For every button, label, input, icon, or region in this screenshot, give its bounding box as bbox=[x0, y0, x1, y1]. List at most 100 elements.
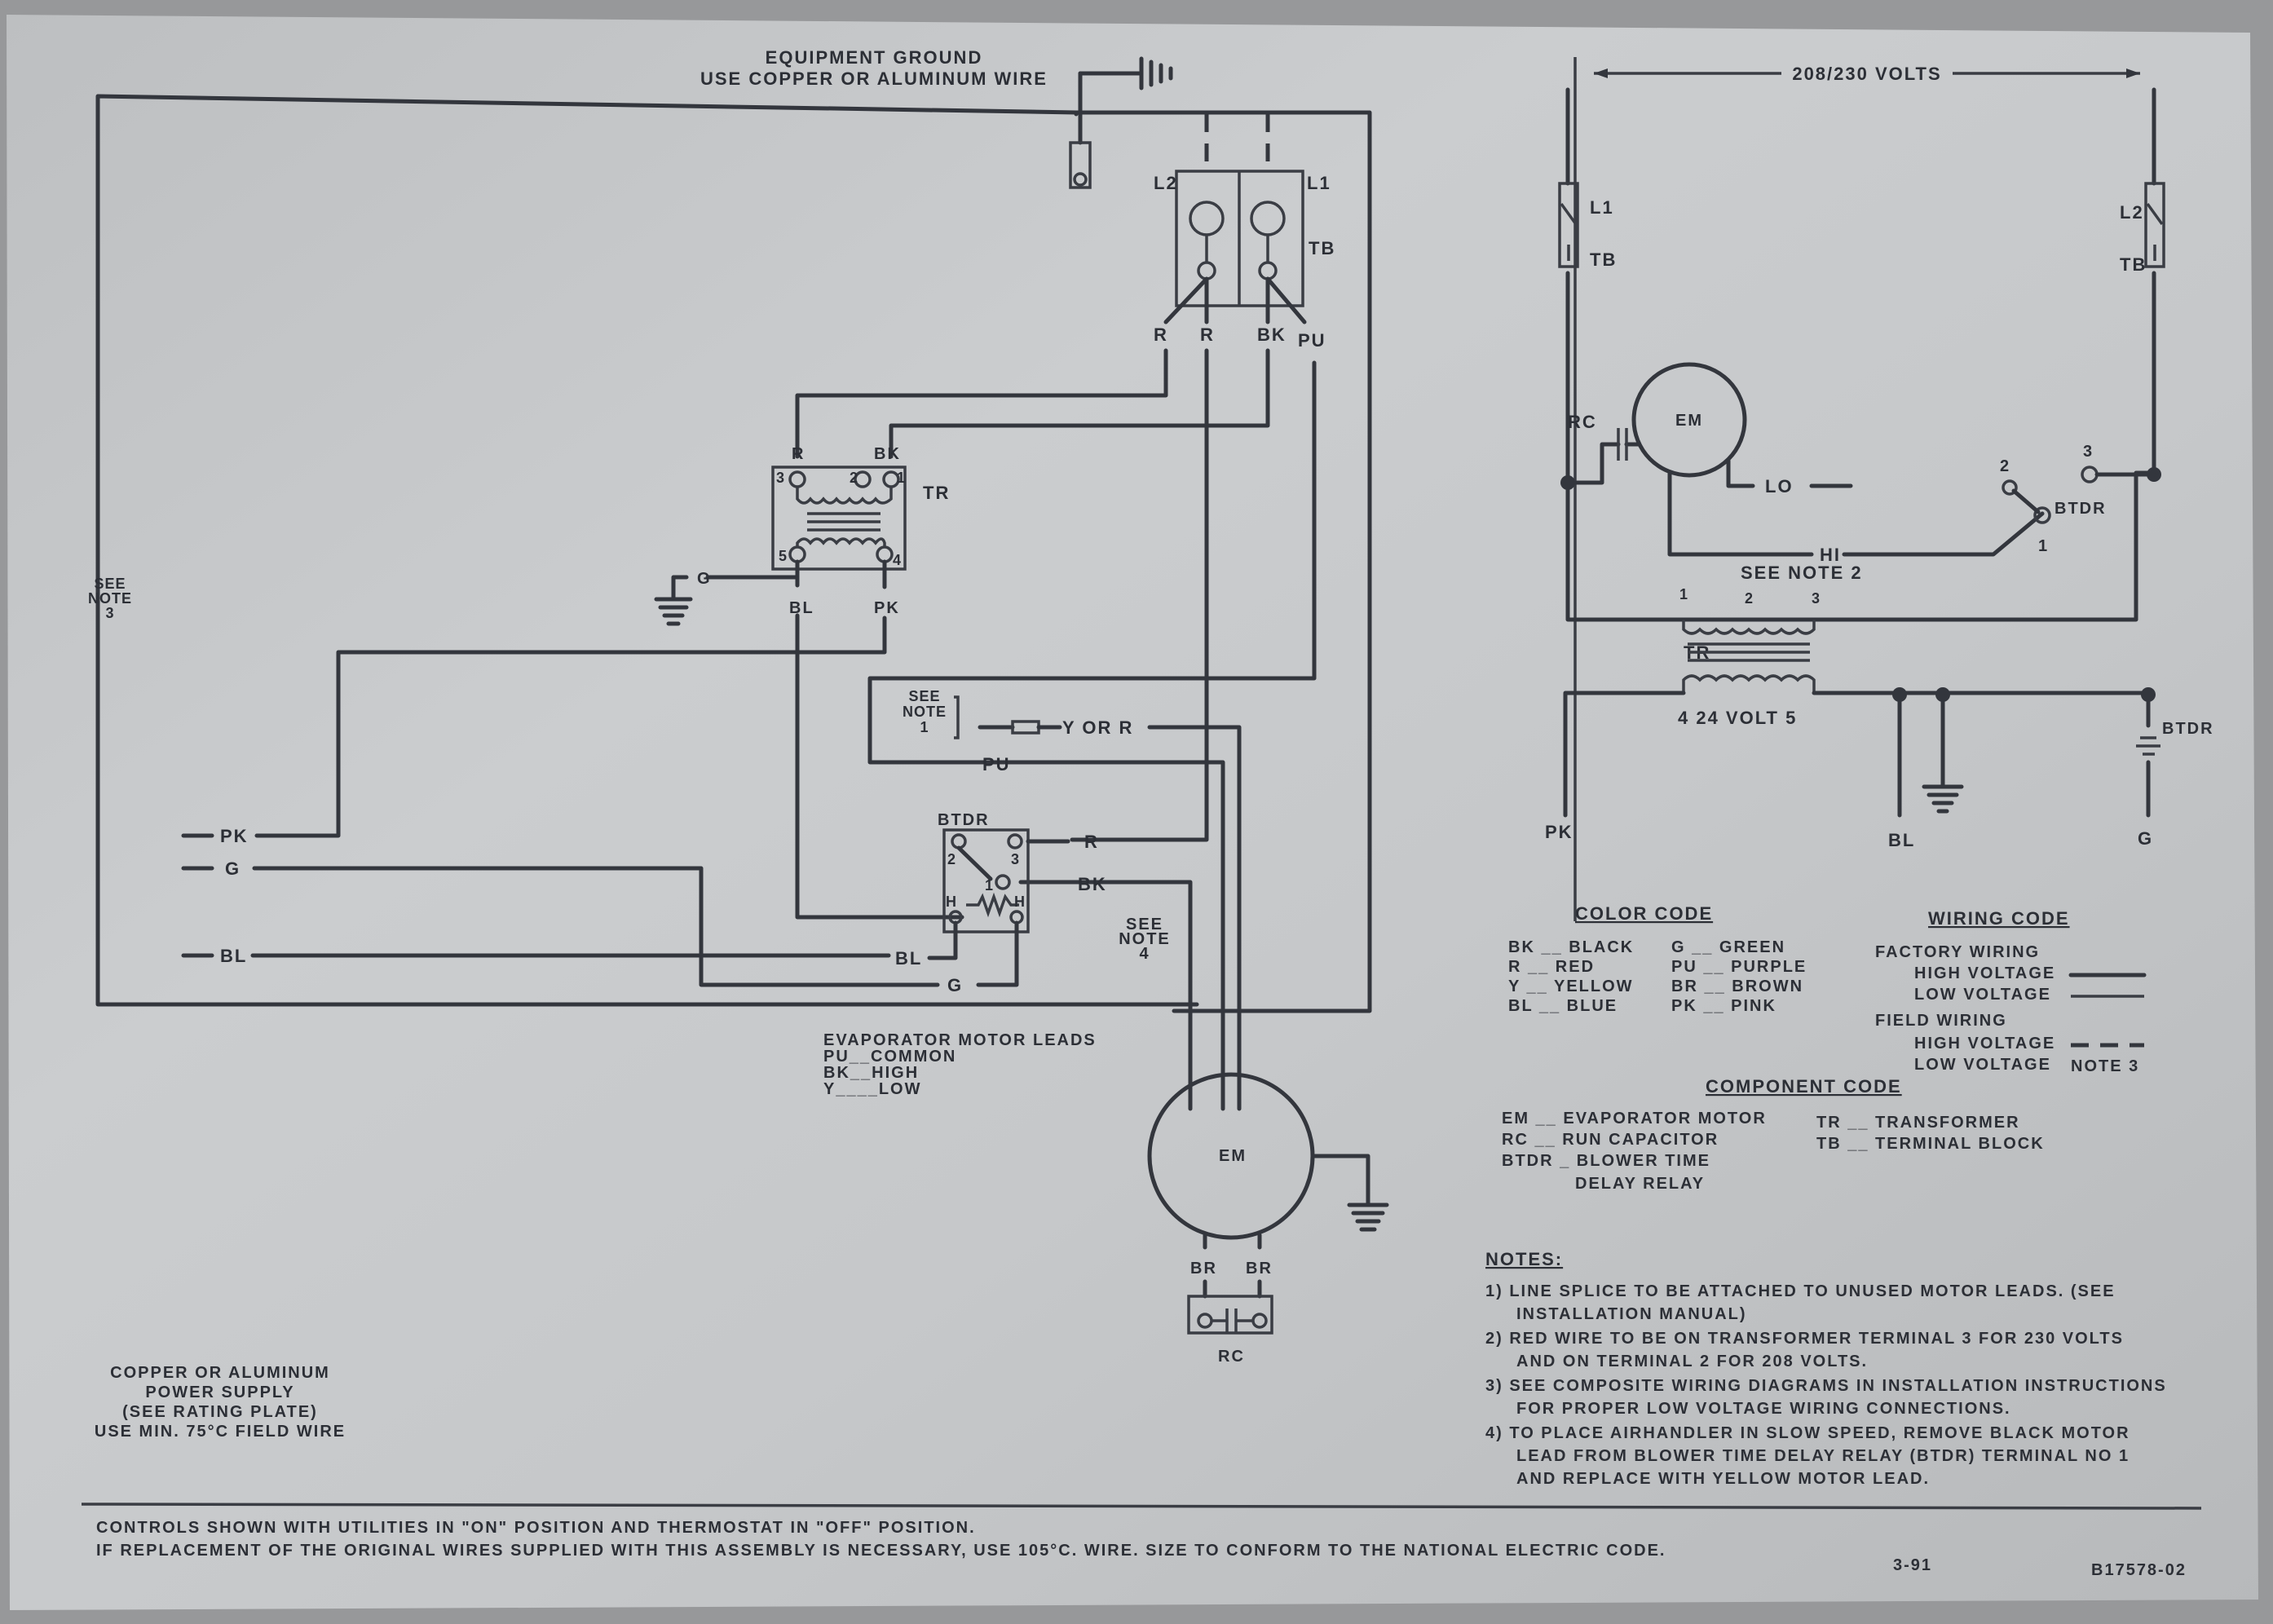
transformer-tr bbox=[771, 466, 907, 571]
field-g-label: G bbox=[225, 858, 241, 879]
btdr-bl-label: BL bbox=[895, 948, 922, 969]
field-pk-label: PK bbox=[220, 826, 249, 846]
voltage-label: 208/230 VOLTS bbox=[1792, 64, 1941, 84]
evap-leads-title: EVAPORATOR MOTOR LEADS bbox=[823, 1031, 1097, 1049]
tr-terminal-3: 3 bbox=[776, 470, 785, 486]
btdr-term-h2: H bbox=[1014, 894, 1026, 910]
component-code-legend: COMPONENT CODE EM __ EVAPORATOR MOTOR RC… bbox=[1502, 1076, 2045, 1193]
notes-title: NOTES: bbox=[1485, 1249, 1563, 1269]
see-note-1-line3: 1 bbox=[920, 719, 929, 735]
em-br-label-1: BR bbox=[1190, 1260, 1217, 1278]
tr-bl-label: BL bbox=[789, 599, 814, 617]
see-note-3-line2: NOTE bbox=[88, 590, 132, 607]
evap-leads-pu: PU__COMMON bbox=[823, 1048, 956, 1066]
field-bl-label: BL bbox=[220, 946, 247, 966]
wire-pu-label: PU bbox=[1298, 330, 1326, 351]
color-code-bl: BL __ BLUE bbox=[1508, 997, 1618, 1015]
tr-terminal-5: 5 bbox=[779, 548, 788, 564]
btdr-term-2: 2 bbox=[947, 851, 956, 867]
tr-pk-label: PK bbox=[874, 599, 900, 617]
tr-terminal-2: 2 bbox=[850, 470, 858, 486]
footer-rule bbox=[81, 1503, 2202, 1510]
rt-tb2-label: TB bbox=[2120, 254, 2147, 275]
color-code-title: COLOR CODE bbox=[1575, 903, 1713, 924]
wiring-code-hv: HIGH VOLTAGE bbox=[1914, 964, 2055, 982]
note-line-6: FOR PROPER LOW VOLTAGE WIRING CONNECTION… bbox=[1516, 1400, 2011, 1418]
rt-rc-label: RC bbox=[1568, 412, 1597, 432]
component-code-btdr: BTDR _ BLOWER TIME bbox=[1502, 1152, 1710, 1170]
em-br-label-2: BR bbox=[1246, 1260, 1273, 1278]
btdr-relay bbox=[942, 828, 1030, 933]
see-note-1-line1: SEE bbox=[908, 688, 940, 704]
power-supply-line3: (SEE RATING PLATE) bbox=[122, 1403, 318, 1421]
tr-bk-label: BK bbox=[874, 445, 901, 463]
color-code-y: Y __ YELLOW bbox=[1508, 977, 1634, 995]
pu-label: PU bbox=[982, 754, 1011, 774]
wiring-code-title: WIRING CODE bbox=[1928, 908, 2070, 929]
wire-r-label-2: R bbox=[1200, 324, 1215, 345]
color-code-br: BR __ BROWN bbox=[1671, 977, 1803, 995]
wiring-code-lv: LOW VOLTAGE bbox=[1914, 986, 2051, 1004]
color-code-legend: COLOR CODE BK __ BLACK R __ RED Y __ YEL… bbox=[1508, 903, 1807, 1015]
rt-see-note-2: SEE NOTE 2 bbox=[1741, 563, 1863, 583]
rt-btdr-3: 3 bbox=[2083, 443, 2094, 461]
tr-terminal-1: 1 bbox=[897, 470, 906, 486]
power-supply-line4: USE MIN. 75°C FIELD WIRE bbox=[95, 1423, 346, 1441]
wire-bk-label: BK bbox=[1257, 324, 1287, 345]
footer-part-number: B17578-02 bbox=[2091, 1561, 2187, 1579]
btdr-label: BTDR bbox=[938, 811, 990, 829]
btdr-g-label: G bbox=[947, 975, 963, 995]
see-note-3-line1: SEE bbox=[94, 576, 126, 592]
rt-btdr-2: 2 bbox=[2000, 457, 2010, 475]
tb-l2-label: L2 bbox=[1154, 173, 1178, 193]
rt-pk-label: PK bbox=[1545, 822, 1573, 842]
rt-tr-t3: 3 bbox=[1812, 590, 1821, 607]
note-line-9: AND REPLACE WITH YELLOW MOTOR LEAD. bbox=[1516, 1470, 1930, 1488]
tb-fuse-left bbox=[1558, 182, 1579, 268]
tb-l1-label: L1 bbox=[1307, 173, 1331, 193]
rt-hi-label: HI bbox=[1820, 545, 1841, 565]
see-note-1-line2: NOTE bbox=[903, 704, 947, 720]
rt-btdr-label: BTDR bbox=[2055, 500, 2107, 518]
tb-fuse-right bbox=[2144, 182, 2165, 268]
btdr-r-label: R bbox=[1084, 832, 1099, 852]
footer-line-1: CONTROLS SHOWN WITH UTILITIES IN "ON" PO… bbox=[96, 1519, 976, 1537]
equipment-ground-sublabel: USE COPPER OR ALUMINUM WIRE bbox=[700, 68, 1048, 89]
equipment-ground-label: EQUIPMENT GROUND bbox=[766, 47, 983, 68]
note-line-1: 1) LINE SPLICE TO BE ATTACHED TO UNUSED … bbox=[1485, 1282, 2116, 1300]
rt-tb1-label: TB bbox=[1590, 249, 1617, 270]
component-code-tr: TR __ TRANSFORMER bbox=[1816, 1114, 2020, 1132]
rt-bl-label: BL bbox=[1888, 830, 1915, 850]
btdr-bk-label: BK bbox=[1078, 874, 1107, 894]
color-code-pu: PU __ PURPLE bbox=[1671, 958, 1807, 976]
rt-tr-t1: 1 bbox=[1679, 586, 1688, 602]
btdr-term-1: 1 bbox=[985, 877, 994, 894]
component-code-title: COMPONENT CODE bbox=[1706, 1076, 1902, 1097]
run-capacitor-rc bbox=[1187, 1295, 1273, 1335]
power-supply-line1: COPPER OR ALUMINUM bbox=[110, 1364, 330, 1382]
color-code-r: R __ RED bbox=[1508, 958, 1595, 976]
note-line-3: 2) RED WIRE TO BE ON TRANSFORMER TERMINA… bbox=[1485, 1330, 2124, 1348]
wiring-code-field: FIELD WIRING bbox=[1875, 1012, 2007, 1030]
btdr-term-h1: H bbox=[946, 894, 957, 910]
y-or-r-label: Y OR R bbox=[1062, 717, 1133, 738]
see-note-4-line1: SEE bbox=[1126, 916, 1163, 933]
note-line-4: AND ON TERMINAL 2 FOR 208 VOLTS. bbox=[1516, 1353, 1868, 1370]
tr-r-label: R bbox=[792, 445, 805, 463]
see-note-4-line2: NOTE bbox=[1119, 930, 1171, 948]
rt-l2-label: L2 bbox=[2120, 202, 2144, 223]
rt-em-label: EM bbox=[1675, 412, 1703, 430]
component-code-btdr-2: DELAY RELAY bbox=[1575, 1175, 1705, 1193]
color-code-bk: BK __ BLACK bbox=[1508, 938, 1634, 956]
tr-label: TR bbox=[923, 483, 950, 503]
left-schematic: EQUIPMENT GROUND USE COPPER OR ALUMINUM … bbox=[88, 47, 1389, 1441]
ground-icon-1 bbox=[654, 575, 693, 626]
component-code-em: EM __ EVAPORATOR MOTOR bbox=[1502, 1110, 1767, 1128]
btdr-term-3: 3 bbox=[1011, 851, 1020, 867]
wire-r-label-1: R bbox=[1154, 324, 1168, 345]
rt-btdr-1: 1 bbox=[2038, 537, 2049, 555]
component-code-tb: TB __ TERMINAL BLOCK bbox=[1816, 1135, 2045, 1153]
rt-g-label: G bbox=[2138, 828, 2153, 849]
right-schematic: 208/230 VOLTS L1 TB L2 TB RC EM LO HI bbox=[1545, 64, 2213, 850]
